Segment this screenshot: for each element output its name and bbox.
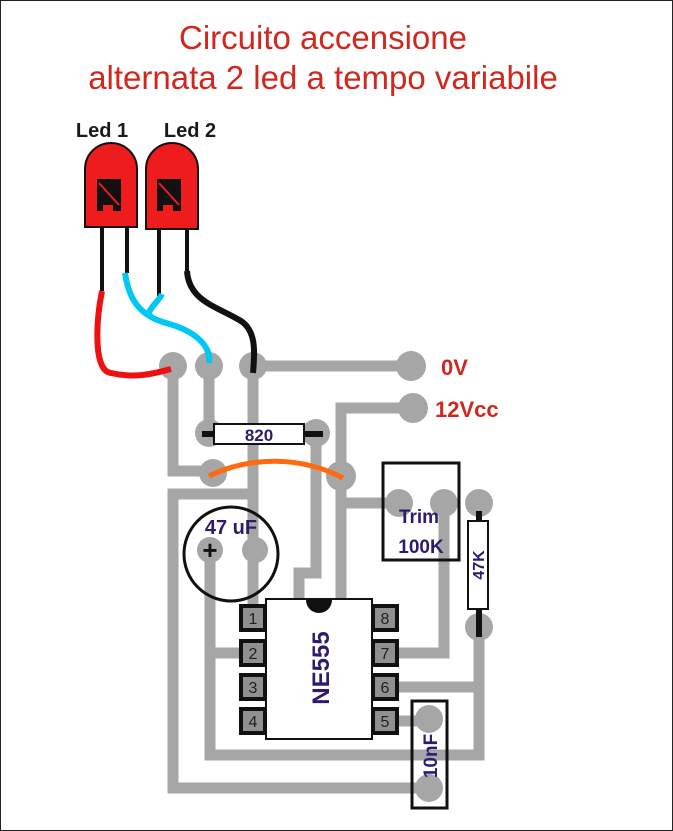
pin-2-label: 2 [249,646,258,663]
pin-4-label: 4 [249,714,258,731]
ground-label: 0V [441,355,468,380]
black-wire [184,270,258,374]
pin-5-label: 5 [381,714,390,731]
ic-label: NE555 [308,631,335,704]
pin-8-label: 8 [381,611,390,628]
led-2-label: Led 2 [164,120,216,142]
led-2: Led 2 [145,120,216,296]
supply-label: 12Vcc [435,397,499,422]
trimmer-label-2: 100K [398,537,444,558]
pin-1-label: 1 [249,611,258,628]
red-wire [94,290,172,379]
capacitor-10nf-label: 10nF [421,734,442,778]
title-line-2: alternata 2 led a tempo variabile [88,59,558,96]
blue-wire-branch [146,292,165,315]
trimmer-100k: Trim 100K [381,461,461,562]
pin-3-label: 3 [249,680,258,697]
led-1-label: Led 1 [76,120,128,142]
ic-pins-right: 8 7 6 5 [371,604,399,735]
plus-icon: + [202,535,217,565]
resistor-47k: 47K [467,511,489,637]
led-1: Led 1 [76,120,138,291]
capacitor-10nf: 10nF [410,699,449,810]
resistor-820-label: 820 [245,426,273,445]
capacitor-47uf: 47 uF + [182,505,280,603]
orange-jumper-wire [207,458,345,481]
ne555-ic: NE555 1 2 3 4 8 7 6 5 [239,598,399,740]
ic-pins-left: 1 2 3 4 [239,604,267,735]
capacitor-47uf-label: 47 uF [205,517,257,539]
resistor-47k-label: 47K [471,550,488,580]
title-line-1: Circuito accensione [179,19,467,56]
blue-wire [122,272,213,364]
resistor-820: 820 [202,423,323,445]
pin-6-label: 6 [381,680,390,697]
pin-7-label: 7 [381,646,390,663]
trimmer-label-1: Trim [399,507,439,528]
